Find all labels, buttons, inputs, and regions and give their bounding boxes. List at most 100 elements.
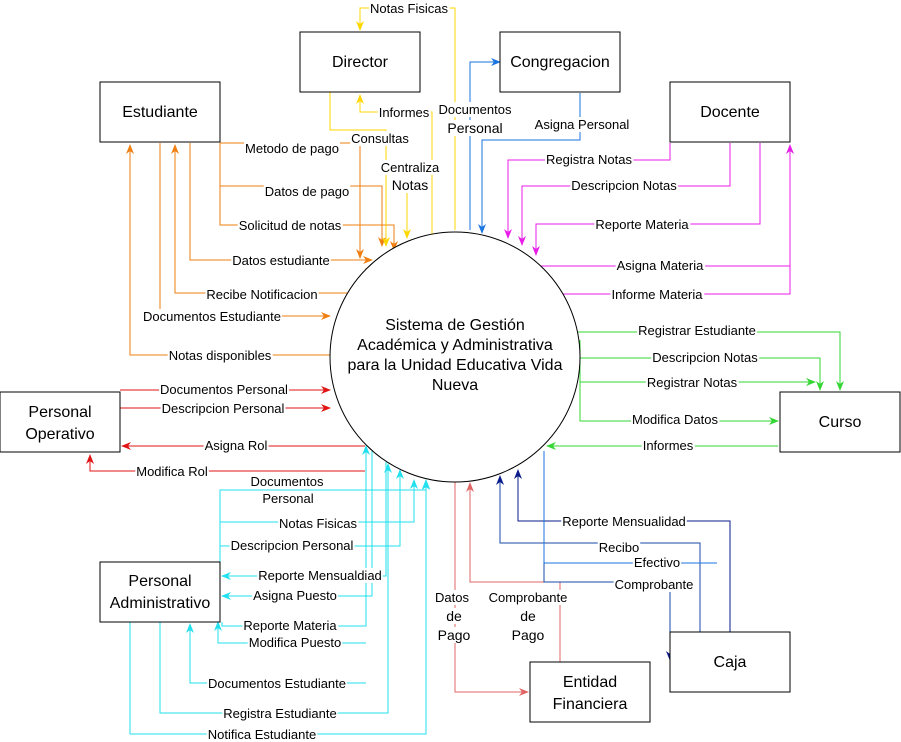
label-background <box>159 382 290 397</box>
label-background <box>390 177 430 193</box>
label-background <box>594 217 691 232</box>
label-background <box>135 464 209 479</box>
entity-personal-administrativo-label-1: Personal <box>128 573 191 590</box>
flow-line-datos-estudiante <box>189 143 373 264</box>
entity-curso-label: Curso <box>819 414 862 431</box>
central-process-label: Sistema de Gestión Académica y Administr… <box>348 317 563 394</box>
flow-label-descripcion-personal-op: Descripcion Personal <box>162 401 285 416</box>
label-background <box>249 474 325 489</box>
label-background <box>631 412 720 427</box>
flow-label-solicitud-notas: Solicitud de notas <box>239 218 342 233</box>
flow-label-notas-fisicas-adm: Notas Fisicas <box>279 516 358 531</box>
label-background <box>205 287 319 302</box>
label-background <box>519 608 537 624</box>
flow-label-asigna-rol: Asigna Rol <box>205 438 268 453</box>
congregacion-flows <box>469 58 581 234</box>
flow-label-datos: Datos <box>435 590 469 605</box>
label-background <box>645 375 739 390</box>
label-background <box>533 117 631 132</box>
flow-label-metodo-pago: Metodo de pago <box>245 141 339 156</box>
flow-line-metodo-pago <box>220 142 364 259</box>
entity-estudiante-label: Estudiante <box>122 104 198 121</box>
entity-docente-label: Docente <box>700 104 760 121</box>
entity-caja-label: Caja <box>714 654 747 671</box>
label-background <box>160 401 286 416</box>
flow-label-personal-cong: Personal <box>447 120 502 136</box>
label-background <box>206 727 318 742</box>
entity-personal-operativo: Personal Operativo <box>0 391 121 453</box>
label-background <box>545 152 634 167</box>
label-background <box>641 438 695 453</box>
label-background <box>377 105 431 120</box>
flow-line-consultas <box>329 92 390 247</box>
label-background <box>167 348 273 363</box>
entity-director: Director <box>299 31 421 93</box>
flow-label-personal-adm: Personal <box>262 491 313 506</box>
label-background <box>561 514 687 529</box>
flow-line-comprobante-caja <box>543 563 674 661</box>
label-background <box>257 568 383 583</box>
flow-label-centraliza: Centraliza <box>381 160 440 175</box>
label-background <box>350 131 411 146</box>
entity-personal-administrativo: Personal Administrativo <box>99 561 221 623</box>
flow-label-descripcion-personal-adm: Descripcion Personal <box>231 538 354 553</box>
flow-label-notifica-estudiante: Notifica Estudiante <box>208 727 316 742</box>
entity-curso: Curso <box>779 391 901 453</box>
label-background <box>434 590 471 605</box>
flow-line-documentos-personal <box>469 58 501 230</box>
flow-label-reporte-materia-adm: Reporte Materia <box>243 618 337 633</box>
label-background <box>445 608 463 624</box>
central-process-circle <box>329 231 581 483</box>
flow-label-notas-disponibles: Notas disponibles <box>169 348 272 363</box>
entity-caja: Caja <box>669 631 791 693</box>
flow-label-efectivo: Efectivo <box>634 555 680 570</box>
flow-label-comprobante: Comprobante <box>489 590 568 605</box>
label-background <box>203 438 269 453</box>
flow-label-de-2: de <box>520 608 536 624</box>
flow-label-consultas: Consultas <box>351 131 409 146</box>
flow-label-informes: Informes <box>379 105 430 120</box>
label-background <box>637 323 757 338</box>
center-line-4: Nueva <box>432 377 478 394</box>
center-line-2: Académica y Administrativa <box>357 337 553 354</box>
label-background <box>632 555 682 570</box>
label-background <box>252 588 338 603</box>
label-background <box>242 618 339 633</box>
flow-label-asigna-puesto: Asigna Puesto <box>253 588 337 603</box>
flow-line-asigna-personal <box>478 93 581 234</box>
entity-personal-operativo-label-1: Personal <box>28 404 91 421</box>
entity-entidad-financiera: Entidad Financiera <box>529 661 651 723</box>
label-background <box>651 350 760 365</box>
flow-label-documentos-estudiante: Documentos Estudiante <box>143 309 281 324</box>
flow-label-registra-estudiante: Registra Estudiante <box>223 706 336 721</box>
flow-label-pago-2: Pago <box>512 627 545 643</box>
center-line-3: para la Unidad Educativa Vida <box>348 357 563 374</box>
flow-label-asigna-materia: Asigna Materia <box>617 258 704 273</box>
flow-label-notas-fisicas: Notas Fisicas <box>370 1 449 16</box>
label-background <box>610 287 705 302</box>
label-background <box>277 516 359 531</box>
flow-label-de-1: de <box>446 608 462 624</box>
flow-label-recibo: Recibo <box>599 540 639 555</box>
label-background <box>570 178 679 193</box>
label-background <box>229 538 355 553</box>
label-background <box>368 1 450 16</box>
entity-congregacion: Congregacion <box>499 31 621 93</box>
flow-line-modifica-rol <box>86 454 365 472</box>
label-background <box>141 309 283 324</box>
entity-entidad-financiera-label-2: Financiera <box>553 696 628 713</box>
flow-label-datos-estudiante: Datos estudiante <box>232 253 330 268</box>
label-background <box>613 577 695 592</box>
flow-label-documentos-personal-op: Documentos Personal <box>160 382 288 397</box>
entidad-financiera-flows <box>454 481 561 696</box>
flow-label-documentos-estudiante-adm: Documentos Estudiante <box>208 676 346 691</box>
flow-label-documentos-cong: Documentos <box>439 102 512 117</box>
flow-label-modifica-puesto: Modifica Puesto <box>249 635 342 650</box>
entity-personal-operativo-label-2: Operativo <box>25 426 94 443</box>
flow-label-recibe-notificacion: Recibe Notificacion <box>206 287 317 302</box>
flow-label-registrar-estudiante: Registrar Estudiante <box>638 323 756 338</box>
label-background <box>263 184 351 199</box>
label-background <box>615 258 706 273</box>
flow-label-datos-pago: Datos de pago <box>265 184 350 199</box>
